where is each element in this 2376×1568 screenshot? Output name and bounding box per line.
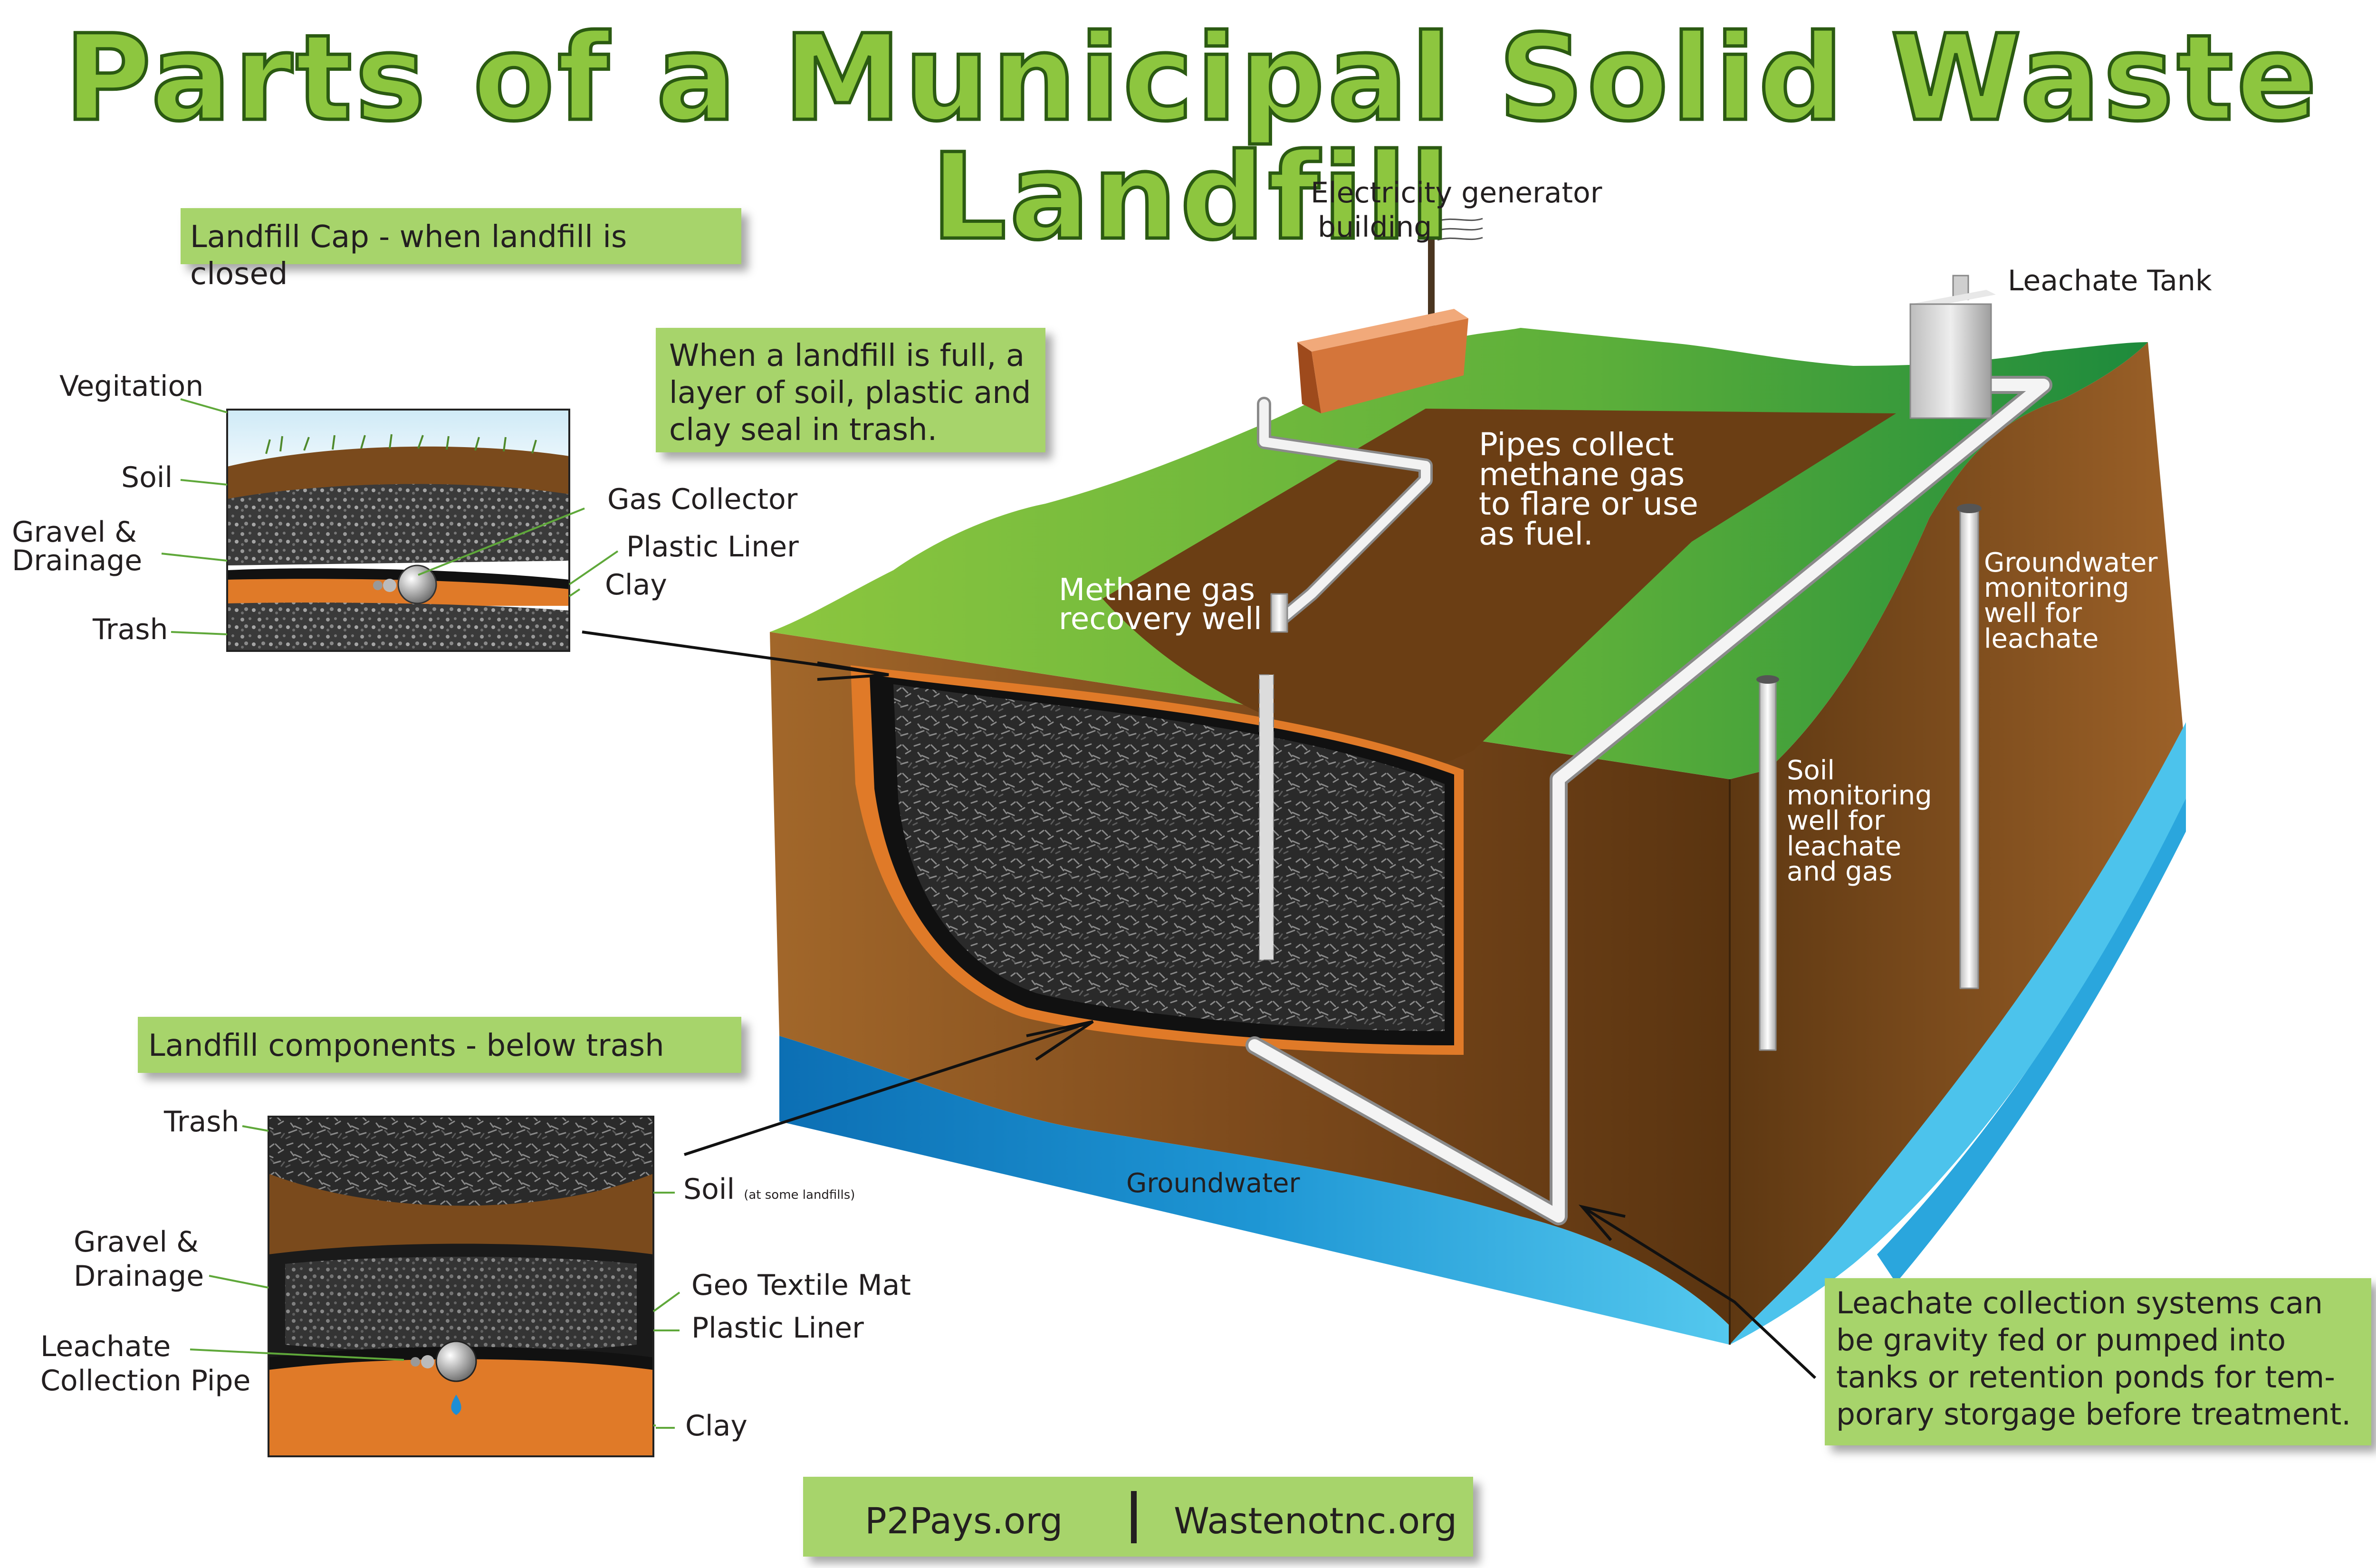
footer-divider <box>1131 1491 1137 1543</box>
label-comp-clay: Clay <box>685 1409 747 1443</box>
groundwater-layer <box>779 1036 1730 1345</box>
leachate-note-box: Leachate collection systems can be gravi… <box>1825 1278 2371 1445</box>
label-cap-gravel: Gravel & Drainage <box>12 516 143 577</box>
trash-cross-section <box>851 665 1464 1055</box>
cap-inset <box>226 409 570 652</box>
pointer-arrows <box>582 631 1817 1379</box>
label-soil-well: Soil monitoring well for leachate and ga… <box>1787 755 1932 887</box>
label-groundwater-well: Groundwater monitoring well for leachate <box>1984 547 2158 654</box>
p2pays-link[interactable]: P2Pays.org <box>865 1500 1063 1542</box>
label-methane-well: Methane gas recovery well <box>1059 573 1262 637</box>
label-leachate-tank: Leachate Tank <box>2008 264 2212 297</box>
label-groundwater: Groundwater <box>1126 1168 1300 1199</box>
cap-heading-box: Landfill Cap - when landfill is closed <box>181 208 741 292</box>
landfill-cap-surface <box>1102 409 1896 770</box>
cap-description-line: clay seal in trash. <box>669 412 938 448</box>
label-pipes-note: Pipes collect methane gas to flare or us… <box>1479 426 1698 553</box>
cap-description-line: When a landfill is full, a <box>669 338 1025 373</box>
label-vegetation: Vegitation <box>59 370 204 403</box>
label-comp-gravel: Gravel & Drainage <box>74 1225 204 1293</box>
label-comp-plastic-liner: Plastic Liner <box>691 1311 864 1345</box>
cap-description-box: When a landfill is full, a layer of soil… <box>656 328 1045 452</box>
generator-building <box>1297 82 1483 413</box>
components-heading-box: Landfill components - below trash <box>138 1017 741 1073</box>
label-cap-plastic-liner: Plastic Liner <box>626 530 799 564</box>
page-title: Parts of a Municipal Solid Waste Landfil… <box>63 9 2320 266</box>
label-cap-trash: Trash <box>93 613 168 646</box>
label-comp-soil: Soil (at some landfills) <box>683 1173 855 1206</box>
label-leachate-pipe: Leachate Collection Pipe <box>40 1330 251 1397</box>
wastenotnc-link[interactable]: Wastenotnc.org <box>1174 1500 1457 1542</box>
label-comp-trash: Trash <box>164 1105 240 1138</box>
label-gas-collector: Gas Collector <box>607 483 798 516</box>
methane-well-pipe <box>1270 593 1288 633</box>
pipes <box>1245 376 2052 1225</box>
footer-links: P2Pays.org Wastenotnc.org <box>803 1477 1473 1557</box>
components-inset <box>268 1116 654 1457</box>
leader-lines <box>161 398 680 1429</box>
landfill-block <box>770 328 2186 1345</box>
components-heading: Landfill components - below trash <box>148 1028 664 1063</box>
label-cap-clay: Clay <box>605 568 667 602</box>
soil-monitoring-well <box>1759 679 1777 1051</box>
cap-description-line: layer of soil, plastic and <box>669 375 1031 411</box>
leachate-tank <box>1909 275 1996 419</box>
cap-heading: Landfill Cap - when landfill is closed <box>190 220 627 292</box>
groundwater-monitoring-well <box>1959 507 1979 989</box>
label-geo-textile: Geo Textile Mat <box>691 1269 911 1302</box>
label-cap-soil: Soil <box>121 461 173 494</box>
label-generator: Electricity generator building <box>1311 176 1602 244</box>
side-soil-face <box>1730 342 2186 1345</box>
